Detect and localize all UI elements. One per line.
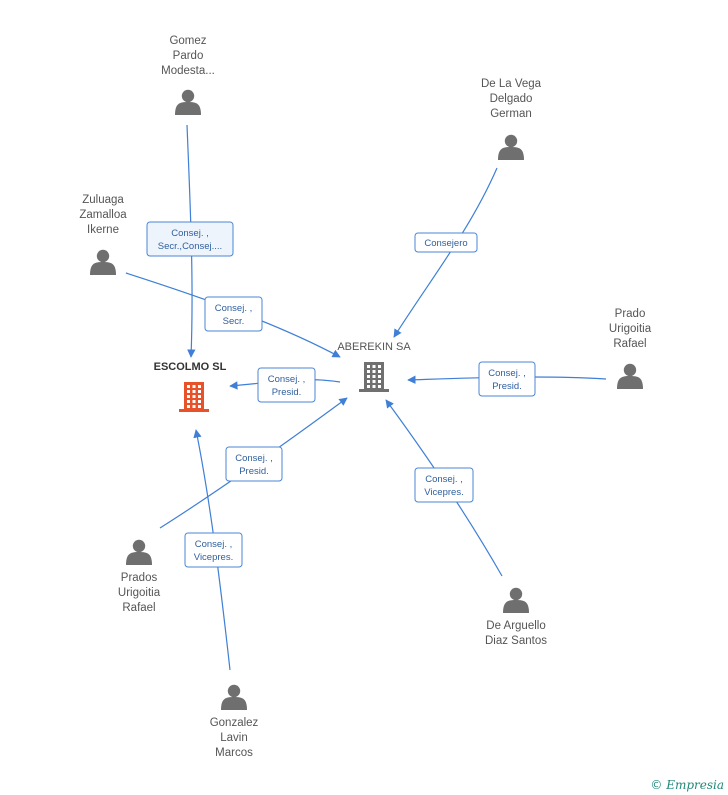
person-node-gomez[interactable]: GomezPardoModesta... [161,35,215,115]
person-name-line: De Arguello [486,620,545,632]
person-name-line: Rafael [613,338,646,350]
relation-label-dearguello-aberekin[interactable]: Consej. , Vicepres. [414,467,474,503]
relation-label-prado-aberekin[interactable]: Consej. , Presid. [478,361,536,397]
person-name-line: Diaz Santos [485,635,547,647]
person-name-line: Delgado [490,93,533,105]
relation-label-line: Secr.,Consej.... [158,241,222,252]
relation-label-line: Vicepres. [424,487,463,498]
relation-label-box [204,296,263,332]
person-icon [90,249,116,275]
relation-label-line: Consej. , [488,368,526,379]
labels-layer: Consej. ,Secr.,Consej....ConsejeroConsej… [146,221,536,568]
person-name-line: Lavin [220,732,248,744]
relation-label-box [414,467,474,503]
relation-label-gomez-escolmo[interactable]: Consej. , Secr.,Consej.... [146,221,234,257]
relation-label-box [225,446,283,482]
person-name-line: Gomez [169,35,206,47]
relation-label-line: Consej. , [425,474,463,485]
relation-label-aberekin-escolmo[interactable]: Consej. , Presid. [257,367,316,403]
relation-label-line: Consej. , [235,453,273,464]
relation-label-box [146,221,234,257]
edge-delavega-aberekin [393,167,498,338]
person-name-line: Prado [615,308,646,320]
person-name-line: De La Vega [481,78,542,90]
person-name-line: German [490,108,532,120]
relation-label-line: Presid. [492,381,522,392]
brand-watermark: © Empresia [650,778,724,792]
relation-label-box [478,361,536,397]
person-name-line: Zamalloa [79,209,127,221]
relation-label-line: Presid. [239,466,269,477]
person-name-line: Zuluaga [82,194,124,206]
copyright-icon: © [650,778,663,792]
relation-label-box [184,532,243,568]
company-node-aberekin[interactable]: ABEREKIN SA [337,341,411,392]
company-name: ABEREKIN SA [337,341,411,353]
relation-label-box [414,232,478,253]
person-name-line: Gonzalez [210,717,259,729]
relation-label-line: Consej. , [268,374,306,385]
relation-label-zuluaga-aberekin[interactable]: Consej. , Secr. [204,296,263,332]
person-icon [503,587,529,613]
relation-label-box [257,367,316,403]
company-node-escolmo[interactable]: ESCOLMO SL [154,361,227,412]
person-icon [498,134,524,160]
person-name-line: Prados [121,572,158,584]
building-icon [359,362,389,392]
relation-label-line: Consej. , [195,539,233,550]
relation-label-line: Secr. [223,316,245,327]
relation-label-line: Consej. , [171,228,209,239]
brand-name: Empresia [666,778,724,792]
person-name-line: Pardo [173,50,204,62]
person-name-line: Modesta... [161,65,215,77]
company-name: ESCOLMO SL [154,361,227,373]
person-name-line: Urigoitia [118,587,161,599]
person-icon [617,363,643,389]
person-name-line: Ikerne [87,224,119,236]
person-icon [175,89,201,115]
relation-label-line: Consejero [424,238,467,249]
relation-label-line: Vicepres. [194,552,233,563]
building-icon [179,382,209,412]
person-icon [221,684,247,710]
relation-label-line: Presid. [272,387,302,398]
relation-label-delavega-aberekin[interactable]: Consejero [414,232,478,253]
person-name-line: Rafael [122,602,155,614]
relation-label-line: Consej. , [215,303,253,314]
person-name-line: Urigoitia [609,323,652,335]
relation-label-prados-aberekin[interactable]: Consej. , Presid. [225,446,283,482]
person-icon [126,539,152,565]
relation-label-gonzalez-escolmo[interactable]: Consej. , Vicepres. [184,532,243,568]
person-name-line: Marcos [215,747,253,759]
